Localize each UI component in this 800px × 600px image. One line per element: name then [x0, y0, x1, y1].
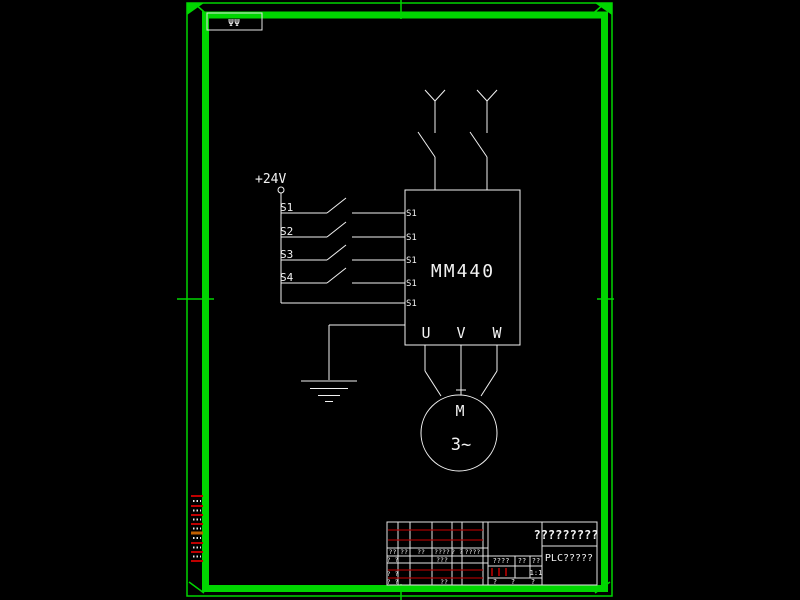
title-block: ?? ?? ?? ???? ? ? ???? ? ? ??? ? ? ? ? ?…: [386, 521, 599, 586]
drive-input-label: S1: [406, 209, 417, 219]
supply-node: [277, 186, 285, 194]
mains-input: [417, 89, 498, 190]
inner-thick-border: [202, 11, 608, 592]
mains-phase-left: [417, 89, 446, 190]
motor-outline: [420, 394, 498, 472]
cell-text: ? ?: [387, 556, 399, 564]
mains-phase-right: [469, 89, 498, 190]
switch-s3: S3: [280, 244, 405, 261]
drive-input-label: S1: [406, 233, 417, 243]
fork-arm: [476, 89, 488, 102]
title-block-middle-cells: ???? ?? ?? 1:1 ? ? ?: [493, 557, 543, 586]
title-block-grid-verticals: [397, 522, 543, 585]
cell-text: ????: [434, 548, 450, 556]
drive-input-label: S1: [406, 279, 417, 289]
corner-triangle-top-left: [187, 3, 204, 15]
switch-s4-label: S4: [280, 271, 294, 284]
switch-s4: S4: [280, 267, 405, 284]
switch-blade: [326, 267, 347, 284]
page-frame: [177, 0, 614, 600]
cell-text: ?: [493, 578, 497, 586]
motor-circuit: M 3~: [420, 345, 498, 472]
cell-text: ? ?: [387, 578, 399, 586]
revision-strip: [191, 495, 203, 562]
switch-s2-label: S2: [280, 225, 293, 238]
title-block-red-lines: [388, 529, 507, 579]
title-block-grid-horizontals: [387, 545, 597, 579]
motor-label: M: [455, 402, 464, 420]
breaker-blade: [469, 131, 488, 158]
switch-s1: S1: [280, 197, 405, 214]
switch-s3-label: S3: [280, 248, 293, 261]
corner-diagonal-bottom-left: [188, 581, 205, 594]
control-circuit: +24V S1 S2 S3 S4: [255, 172, 405, 402]
drawing-name: PLC?????: [545, 553, 593, 564]
ground-symbol: [301, 324, 405, 402]
switch-s2: S2: [280, 221, 405, 238]
cell-text: ??: [518, 557, 526, 565]
strip-tiny-text-marks: [193, 500, 201, 558]
cell-text: ????: [493, 557, 510, 565]
motor-phase-label: 3~: [451, 435, 471, 455]
cell-text: ??: [417, 548, 425, 556]
corner-label-box: ΨΨ: [206, 12, 263, 31]
switch-blade: [326, 244, 347, 261]
corner-diagonal-bottom-right: [594, 581, 611, 594]
cell-text: ? ?: [451, 548, 463, 556]
supply-24v-label: +24V: [255, 172, 286, 187]
cell-text: ??: [389, 548, 397, 556]
cell-text: ?: [531, 578, 535, 586]
cell-text: ??: [532, 557, 540, 565]
mm440-drive: MM440 S1 S1 S1 S1 S1 U V W: [404, 189, 521, 346]
title-block-outline: [386, 521, 598, 586]
drive-input-label: S1: [406, 256, 417, 266]
fork-arm: [424, 89, 436, 102]
corner-label-text: ΨΨ: [228, 18, 240, 29]
drawing-title: ?????????: [533, 528, 598, 542]
cell-text: ??: [440, 578, 448, 586]
scale-value: 1:1: [530, 569, 543, 577]
title-block-left-cells: ?? ?? ?? ???? ? ? ???? ? ? ??? ? ? ? ? ?…: [387, 548, 481, 586]
breaker-blade: [417, 131, 436, 158]
corner-triangle-top-right: [595, 3, 612, 15]
drive-name: MM440: [431, 261, 495, 282]
fork-arm: [486, 89, 498, 102]
drive-input-label: S1: [406, 299, 417, 309]
outer-trim-border: [186, 2, 613, 597]
output-label-v: V: [456, 324, 465, 342]
cell-text: ??: [400, 548, 408, 556]
switch-s1-label: S1: [280, 201, 293, 214]
drive-outline: [404, 189, 521, 346]
cell-text: ? ?: [387, 570, 399, 578]
cell-text: ????: [465, 548, 481, 556]
corner-diagonal-top-right: [588, 3, 605, 18]
corner-label-frame: [206, 12, 263, 31]
cell-text: ?: [511, 578, 515, 586]
output-label-u: U: [421, 324, 430, 342]
fork-arm: [434, 89, 446, 102]
cell-text: ???: [436, 556, 448, 564]
output-label-w: W: [492, 324, 502, 342]
switch-blade: [326, 221, 347, 238]
switch-blade: [326, 197, 347, 214]
